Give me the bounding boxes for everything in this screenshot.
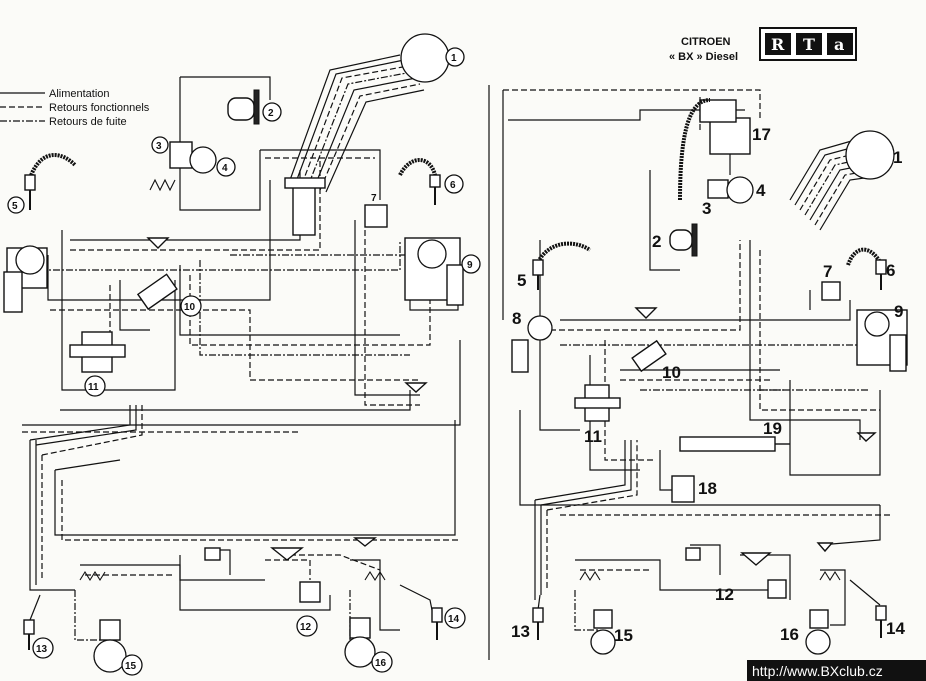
left-component-12 bbox=[299, 581, 321, 603]
right-label-16: 16 bbox=[780, 625, 799, 644]
legend-functional-label: Retours fonctionnels bbox=[49, 102, 150, 114]
left-label-16: 16 bbox=[375, 658, 387, 669]
left-component-7 bbox=[364, 204, 388, 228]
brand-block: CITROEN « BX » Diesel R T a bbox=[669, 27, 857, 63]
left-label-14: 14 bbox=[448, 614, 460, 625]
left-label-2: 2 bbox=[268, 108, 274, 119]
right-hose-6 bbox=[846, 247, 882, 266]
right-accumulator-4 bbox=[726, 176, 754, 204]
right-sphere-1 bbox=[845, 130, 895, 180]
right-component-19 bbox=[679, 436, 776, 452]
right-label-4: 4 bbox=[756, 181, 766, 200]
right-hose-17 bbox=[678, 98, 711, 201]
right-label-12: 12 bbox=[715, 585, 734, 604]
left-label-7: 7 bbox=[371, 193, 377, 204]
right-label-11: 11 bbox=[584, 427, 602, 446]
right-label-17: 17 bbox=[752, 125, 771, 144]
left-label-11: 11 bbox=[88, 382, 99, 393]
watermark-url: http://www.BXclub.cz bbox=[752, 663, 883, 679]
left-sphere-16 bbox=[344, 636, 376, 668]
left-labels: 1 2 3 4 5 6 7 9 10 11 12 13 14 15 16 bbox=[7, 47, 481, 676]
right-valve-10 bbox=[631, 339, 667, 373]
right-component-7 bbox=[821, 281, 841, 301]
left-sphere-15 bbox=[93, 639, 127, 673]
right-label-1: 1 bbox=[893, 148, 902, 167]
right-label-8: 8 bbox=[512, 309, 521, 328]
left-label-1: 1 bbox=[451, 53, 457, 64]
left-label-9: 9 bbox=[467, 260, 473, 271]
legend-supply-label: Alimentation bbox=[49, 88, 110, 100]
legend-leak-label: Retours de fuite bbox=[49, 116, 127, 128]
brand-make: CITROEN bbox=[681, 36, 731, 48]
svg-text:a: a bbox=[834, 35, 844, 54]
right-sphere-15 bbox=[590, 629, 616, 655]
left-label-5: 5 bbox=[12, 201, 18, 212]
legend: Alimentation Retours fonctionnels Retour… bbox=[0, 88, 150, 128]
left-label-4: 4 bbox=[222, 163, 228, 174]
watermark: http://www.BXclub.cz bbox=[747, 660, 926, 681]
right-label-3: 3 bbox=[702, 199, 711, 218]
right-label-6: 6 bbox=[886, 261, 895, 280]
left-label-12: 12 bbox=[300, 622, 312, 633]
right-labels: 1 2 3 4 5 6 7 8 9 10 11 12 13 14 15 16 1… bbox=[511, 125, 905, 645]
right-label-5: 5 bbox=[517, 271, 526, 290]
brand-model: « BX » Diesel bbox=[669, 51, 738, 63]
left-label-10: 10 bbox=[184, 302, 196, 313]
left-diagram bbox=[3, 33, 464, 673]
left-component-2 bbox=[227, 89, 260, 125]
left-label-15: 15 bbox=[125, 661, 137, 672]
right-label-18: 18 bbox=[698, 479, 717, 498]
left-label-6: 6 bbox=[450, 180, 456, 191]
svg-text:R: R bbox=[771, 35, 785, 54]
right-label-13: 13 bbox=[511, 622, 530, 641]
left-label-13: 13 bbox=[36, 644, 48, 655]
left-accumulator-4 bbox=[189, 146, 217, 174]
right-component-12 bbox=[767, 579, 787, 599]
left-label-3: 3 bbox=[156, 141, 162, 152]
right-label-19: 19 bbox=[763, 419, 782, 438]
right-component-17 bbox=[709, 117, 751, 155]
left-sphere-1 bbox=[400, 33, 450, 83]
left-hose-5 bbox=[28, 153, 77, 179]
left-valve-10 bbox=[136, 273, 178, 311]
right-label-2: 2 bbox=[652, 232, 661, 251]
right-diagram bbox=[502, 89, 908, 655]
right-label-14: 14 bbox=[886, 619, 905, 638]
left-hose-6 bbox=[398, 158, 437, 177]
right-component-18 bbox=[671, 475, 695, 503]
right-label-15: 15 bbox=[614, 626, 633, 645]
right-hose-5 bbox=[536, 241, 592, 264]
svg-text:T: T bbox=[803, 35, 815, 54]
right-sphere-16 bbox=[805, 629, 831, 655]
right-label-7: 7 bbox=[823, 262, 832, 281]
right-label-10: 10 bbox=[662, 363, 681, 382]
right-label-9: 9 bbox=[894, 302, 903, 321]
rta-logo: R T a bbox=[759, 27, 857, 61]
